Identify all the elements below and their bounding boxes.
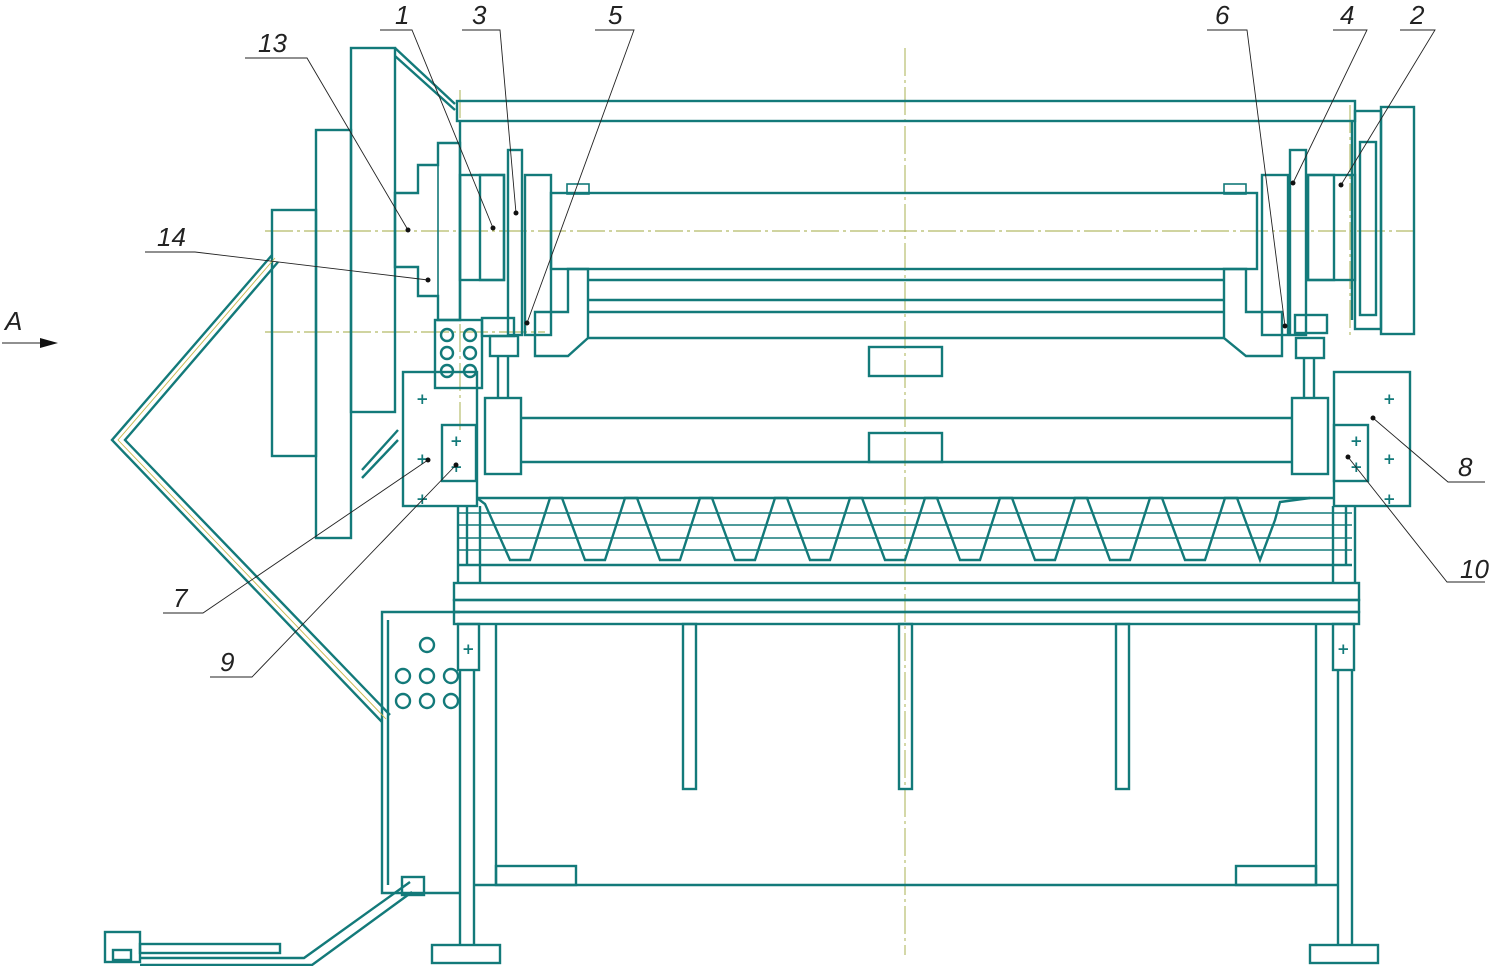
svg-text:+: + bbox=[1337, 640, 1350, 658]
svg-text:+: + bbox=[416, 490, 429, 508]
corrugated-guard bbox=[456, 496, 1357, 583]
svg-text:+: + bbox=[1350, 432, 1363, 450]
callout-6: 6 bbox=[1215, 0, 1230, 30]
view-arrow: A bbox=[2, 306, 58, 348]
callout-labels: 13 14 1 3 5 6 4 2 8 10 7 9 bbox=[157, 0, 1489, 677]
callout-1: 1 bbox=[395, 0, 409, 30]
left-linkage bbox=[401, 316, 523, 508]
base-frame bbox=[430, 622, 1380, 965]
view-label: A bbox=[3, 306, 22, 336]
table bbox=[452, 581, 1361, 672]
left-pedestal bbox=[380, 610, 460, 897]
pedal-linkage bbox=[103, 254, 413, 966]
svg-text:+: + bbox=[416, 450, 429, 468]
callout-13: 13 bbox=[258, 28, 287, 58]
svg-text:+: + bbox=[462, 640, 475, 658]
callout-9: 9 bbox=[220, 647, 234, 677]
fastener-markers: + + + + + + + + + + + + bbox=[416, 390, 1396, 658]
top-frame bbox=[455, 99, 1357, 320]
callout-4: 4 bbox=[1340, 0, 1354, 30]
callout-3: 3 bbox=[472, 0, 487, 30]
callout-14: 14 bbox=[157, 222, 186, 252]
right-drive-assembly bbox=[1260, 105, 1416, 337]
svg-text:+: + bbox=[450, 432, 463, 450]
main-shaft bbox=[533, 191, 1284, 358]
svg-text:+: + bbox=[416, 390, 429, 408]
left-drive-assembly bbox=[270, 46, 553, 540]
svg-text:+: + bbox=[1383, 490, 1396, 508]
callout-10: 10 bbox=[1460, 554, 1489, 584]
right-linkage bbox=[1290, 313, 1412, 508]
blade-beam bbox=[477, 345, 1334, 500]
callout-7: 7 bbox=[173, 583, 189, 613]
svg-text:+: + bbox=[1383, 390, 1396, 408]
svg-text:+: + bbox=[1383, 450, 1396, 468]
leader-lines bbox=[145, 29, 1485, 678]
callout-8: 8 bbox=[1458, 452, 1473, 482]
callout-5: 5 bbox=[608, 0, 623, 30]
callout-2: 2 bbox=[1409, 0, 1425, 30]
